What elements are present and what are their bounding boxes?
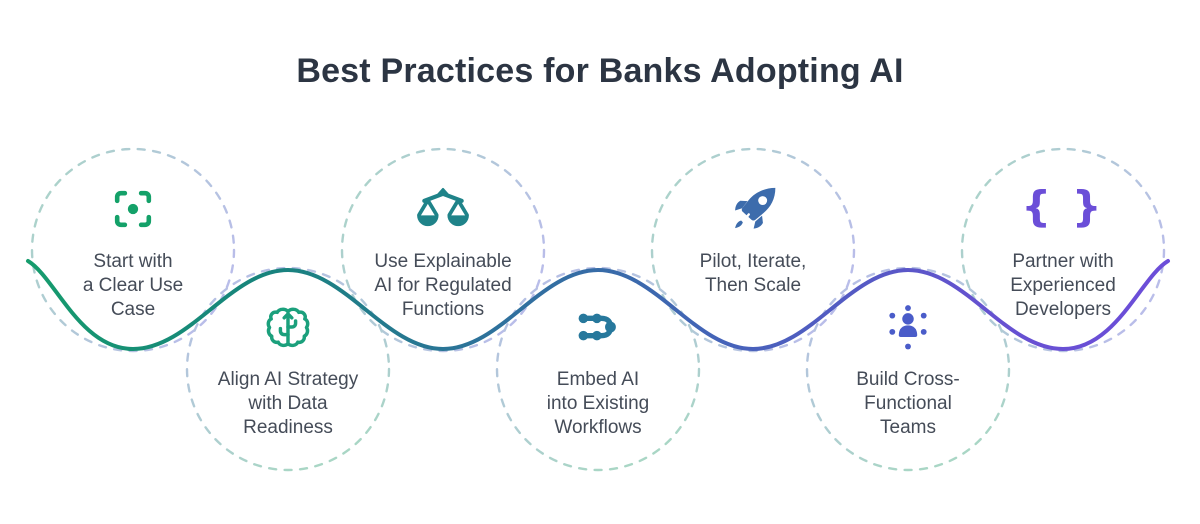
step-item-pilot-iterate-scale: Pilot, Iterate, Then Scale (653, 182, 853, 298)
step-label: Partner with Experienced Developers (1010, 251, 1116, 320)
focus-frame-icon (33, 182, 233, 236)
team-icon (808, 300, 1008, 354)
step-label: Use Explainable AI for Regulated Functio… (374, 251, 512, 320)
dashed-circle (805, 266, 1011, 472)
dashed-circle (495, 266, 701, 472)
step-item-embed-workflows: Embed AI into Existing Workflows (498, 300, 698, 440)
workflow-icon (498, 300, 698, 354)
step-label: Align AI Strategy with Data Readiness (217, 369, 359, 438)
step-label: Pilot, Iterate, Then Scale (699, 251, 807, 296)
step-item-data-readiness: Align AI Strategy with Data Readiness (188, 300, 388, 440)
brain-icon (188, 300, 388, 354)
scales-icon (343, 182, 543, 236)
step-label: Embed AI into Existing Workflows (546, 369, 650, 438)
step-item-clear-use-case: Start with a Clear Use Case (33, 182, 233, 322)
rocket-icon (653, 182, 853, 236)
timeline-wave (26, 259, 1170, 352)
dashed-circle (185, 266, 391, 472)
page-title: Best Practices for Banks Adopting AI (296, 52, 904, 90)
step-label: Start with a Clear Use Case (82, 251, 184, 320)
code-braces-icon: { } (1021, 182, 1105, 231)
step-item-explainable-ai: Use Explainable AI for Regulated Functio… (343, 182, 543, 322)
step-label: Build Cross- Functional Teams (856, 369, 960, 438)
step-item-cross-functional-teams: Build Cross- Functional Teams (808, 300, 1008, 440)
step-item-partner-developers: { } Partner with Experienced Developers (963, 180, 1163, 322)
